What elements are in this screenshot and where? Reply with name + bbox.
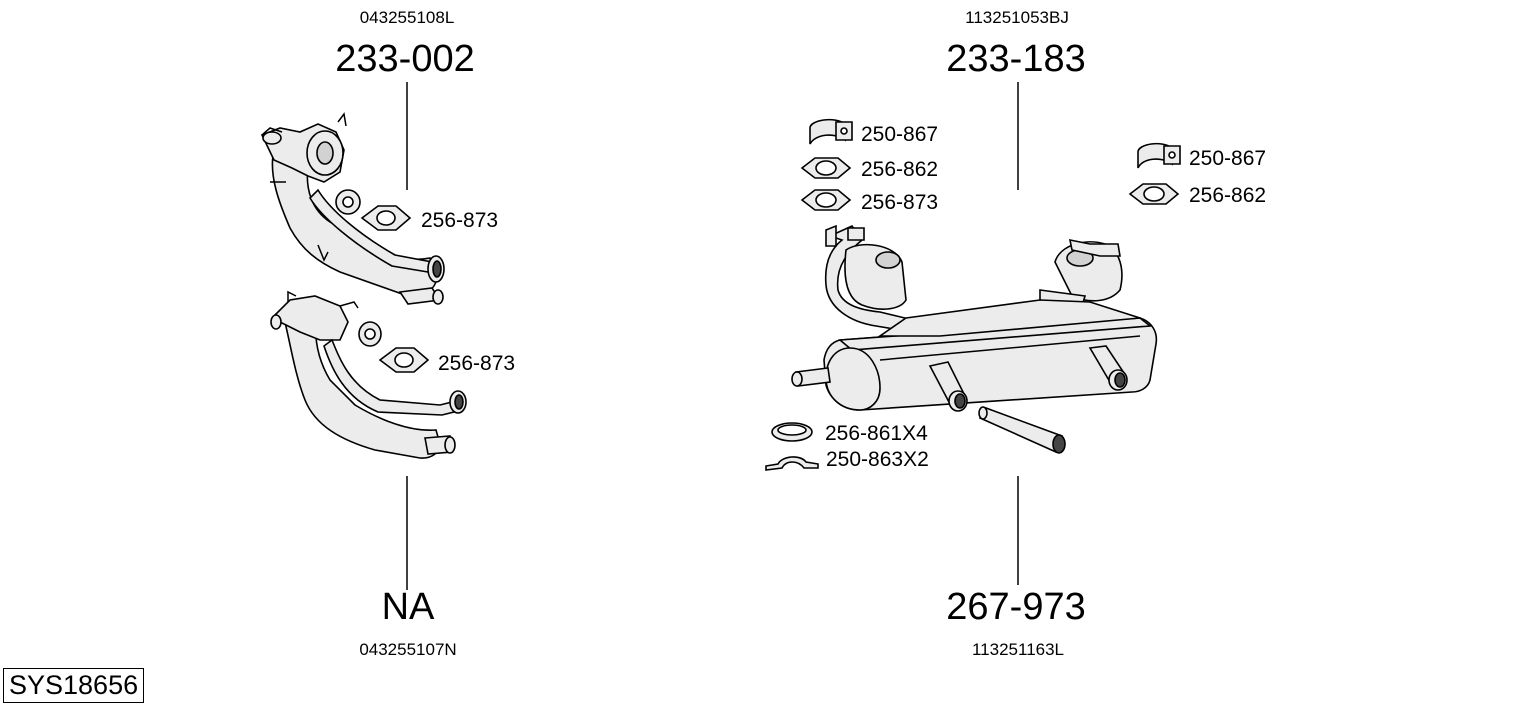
clamp-left-icon: [809, 118, 853, 145]
clamp-right-icon: [1137, 142, 1181, 169]
right-u-clamp-label: 250-863X2: [826, 448, 929, 471]
seal-ring-icon: [771, 422, 813, 442]
right-gasket-left-1-label: 256-862: [861, 158, 939, 181]
u-clamp-icon: [765, 456, 819, 471]
left-gasket-upper-label: 256-873: [421, 209, 499, 232]
right-top-oem-number: 113251053BJ: [965, 8, 1069, 27]
system-code-box: SYS18656: [3, 668, 145, 703]
heat-exchanger-upper-icon: [260, 112, 445, 305]
left-bottom-part-number: NA: [381, 586, 435, 628]
right-top-part-number: 233-183: [946, 38, 1086, 80]
heat-exchanger-lower-icon: [270, 290, 467, 459]
muffler-233-183-icon: [791, 224, 1158, 412]
left-bottom-oem-number: 043255107N: [359, 640, 457, 659]
gasket-left-1-icon: [800, 157, 852, 179]
right-gasket-right-label: 256-862: [1189, 184, 1267, 207]
gasket-lower-left-icon: [378, 347, 430, 373]
right-gasket-left-2-label: 256-873: [861, 191, 939, 214]
right-clamp-right-label: 250-867: [1189, 147, 1267, 170]
right-seal-ring-label: 256-861X4: [825, 422, 928, 445]
right-bottom-oem-number: 113251163L: [971, 640, 1065, 659]
gasket-left-2-icon: [800, 189, 852, 211]
tail-pipe-icon: [978, 406, 1066, 454]
right-clamp-left-label: 250-867: [861, 123, 939, 146]
gasket-right-icon: [1128, 183, 1180, 205]
right-bottom-part-number: 267-973: [946, 586, 1086, 628]
gasket-upper-left-icon: [360, 205, 412, 231]
left-gasket-lower-label: 256-873: [438, 352, 516, 375]
left-top-oem-number: 043255108L: [359, 8, 455, 27]
left-top-part-number: 233-002: [335, 38, 475, 80]
